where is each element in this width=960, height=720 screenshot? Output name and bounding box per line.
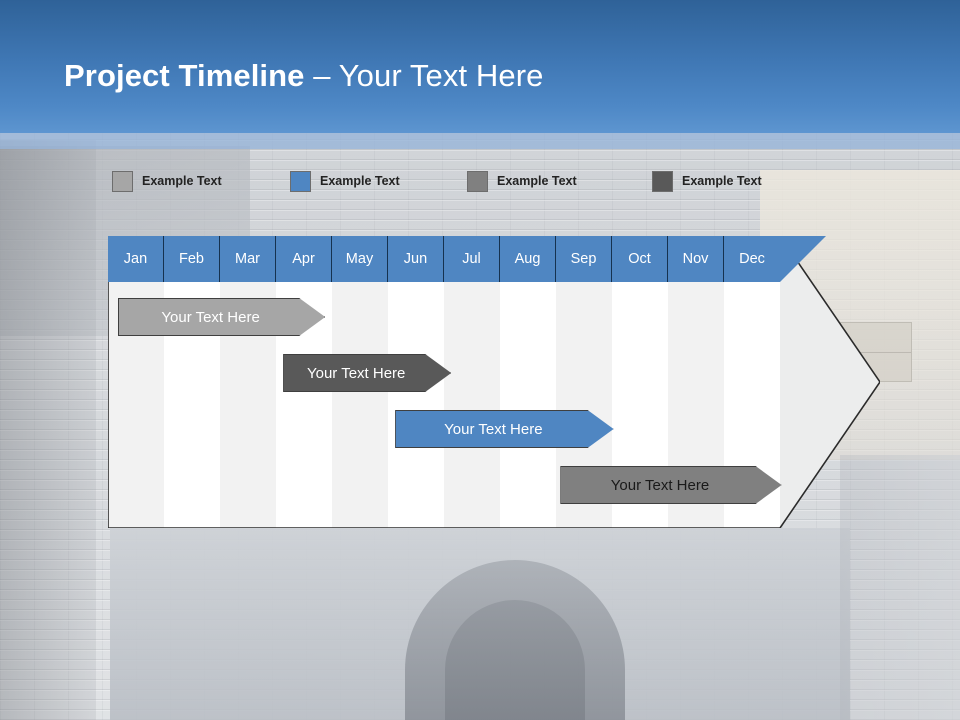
- timeline-bar-label-3: Your Text Here: [610, 476, 710, 494]
- timeline-bar-0[interactable]: Your Text Here: [118, 298, 326, 336]
- month-header-jul[interactable]: Jul: [444, 236, 500, 282]
- legend-item-2: Example Text: [467, 169, 577, 193]
- legend: Example Text Example Text Example Text Exam…: [112, 169, 812, 193]
- timeline-bar-shape-3: [560, 466, 782, 504]
- legend-label-2: Example Text: [497, 174, 577, 188]
- legend-label-1: Example Text: [320, 174, 400, 188]
- legend-item-1: Example Text: [290, 169, 400, 193]
- month-header-may[interactable]: May: [332, 236, 388, 282]
- timeline-bar-shape-2: [395, 410, 614, 448]
- timeline-bar-label-0: Your Text Here: [161, 308, 260, 326]
- timeline-bar-shape-1: [283, 354, 452, 392]
- timeline-bar-label-2: Your Text Here: [444, 420, 543, 438]
- month-header-mar[interactable]: Mar: [220, 236, 276, 282]
- legend-label-3: Example Text: [682, 174, 762, 188]
- background-left-pier: [0, 140, 96, 720]
- timeline-bar-3[interactable]: Your Text Here: [560, 466, 782, 504]
- month-header-feb[interactable]: Feb: [164, 236, 220, 282]
- legend-swatch-icon-1: [290, 170, 311, 192]
- legend-label-0: Example Text: [142, 174, 222, 188]
- page-title: Project Timeline – Your Text Here: [64, 58, 543, 94]
- header-banner: Project Timeline – Your Text Here: [0, 0, 960, 133]
- page-title-light: – Your Text Here: [304, 58, 544, 93]
- timeline-bar-shape-0: [118, 298, 326, 336]
- month-header-nov[interactable]: Nov: [668, 236, 724, 282]
- month-header-oct[interactable]: Oct: [612, 236, 668, 282]
- legend-item-0: Example Text: [112, 169, 222, 193]
- legend-swatch-icon-0: [112, 170, 133, 192]
- timeline-bar-1[interactable]: Your Text Here: [283, 354, 452, 392]
- header-underband: [0, 133, 960, 149]
- legend-item-3: Example Text: [652, 169, 762, 193]
- background-archway-inner: [445, 600, 585, 720]
- timeline-bar-label-1: Your Text Here: [306, 364, 406, 382]
- month-header-jan[interactable]: Jan: [108, 236, 164, 282]
- timeline-bar-2[interactable]: Your Text Here: [395, 410, 614, 448]
- month-header-dec[interactable]: Dec: [724, 236, 780, 282]
- month-header-aug[interactable]: Aug: [500, 236, 556, 282]
- month-header-apr[interactable]: Apr: [276, 236, 332, 282]
- month-header-sep[interactable]: Sep: [556, 236, 612, 282]
- legend-swatch-icon-2: [467, 170, 488, 192]
- month-header-jun[interactable]: Jun: [388, 236, 444, 282]
- page-title-strong: Project Timeline: [64, 58, 305, 93]
- legend-swatch-icon-3: [652, 170, 673, 192]
